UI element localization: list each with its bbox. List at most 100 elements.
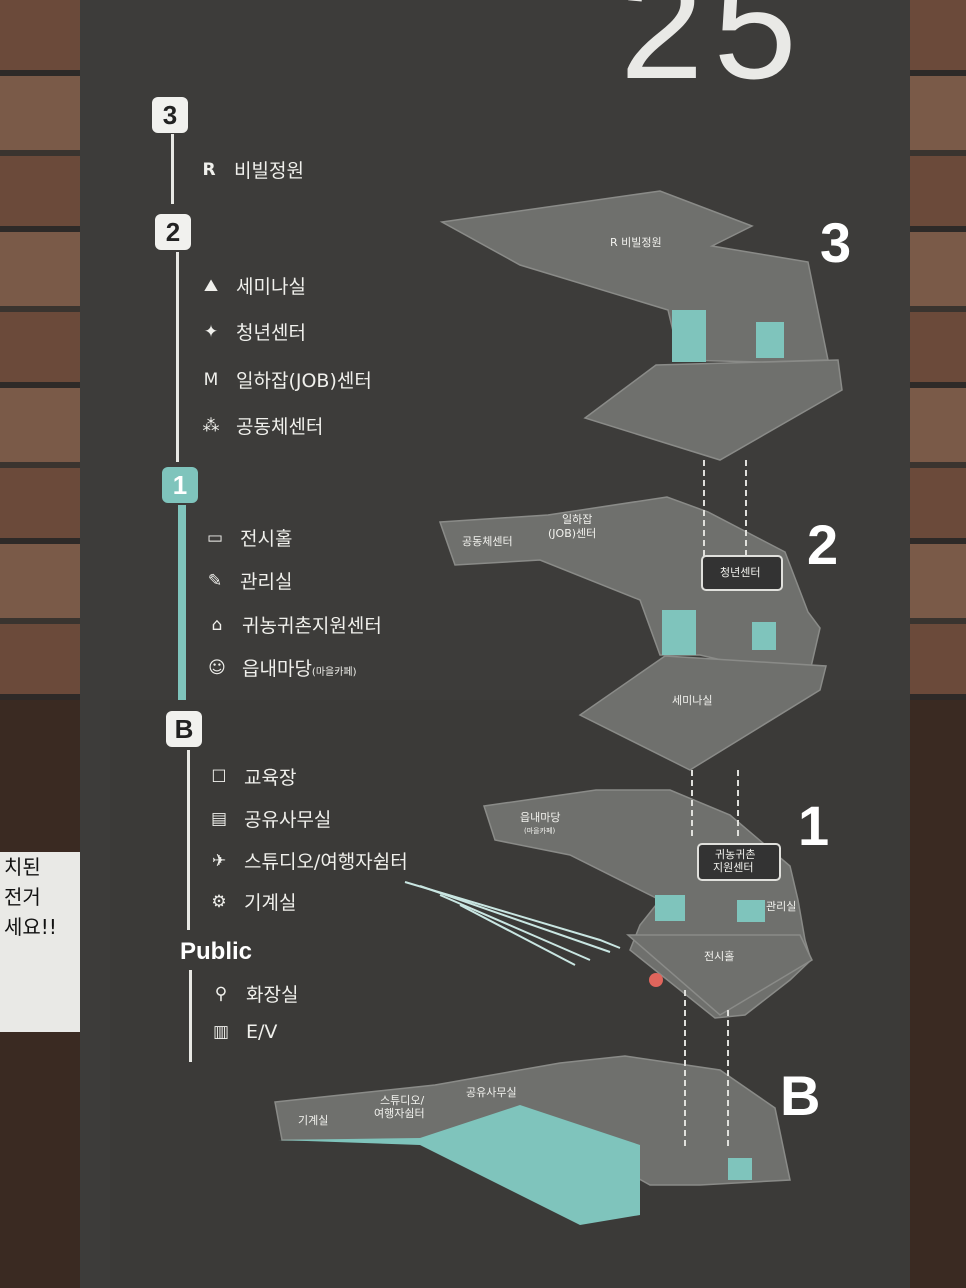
restroom-icon: ⚲ — [214, 983, 228, 1004]
rooftop-icon: R — [202, 159, 216, 180]
room-label-suffix: (마을카페) — [311, 667, 357, 678]
community-icon: ⁂ — [202, 415, 220, 436]
floor-badge-b: B — [166, 711, 202, 747]
map-floor-label-3: 3 — [820, 211, 852, 274]
room-label: 귀농귀촌지원센터 — [242, 615, 382, 637]
floor1-ramp — [439, 894, 591, 961]
map-floor-label-b: B — [780, 1064, 821, 1127]
list-item: ⚲ 화장실 — [210, 980, 299, 1007]
note-line: 전거 — [4, 885, 41, 909]
room-label: 관리실 — [240, 571, 293, 593]
facility-label: 화장실 — [246, 984, 299, 1006]
highlight-youth-center — [701, 555, 783, 591]
floor3-stair — [672, 310, 706, 362]
map-room-label: 읍내마당 — [520, 811, 560, 824]
map-room-label: 공유사무실 — [466, 1086, 517, 1099]
map-room-label: R 비빌정원 — [610, 236, 662, 249]
floor1-ramp — [419, 885, 611, 953]
education-icon: ☐ — [211, 766, 227, 787]
floorB-stair — [728, 1158, 752, 1180]
floor1-ramp — [459, 904, 576, 966]
sign-number: 25 — [620, 0, 807, 110]
youth-icon: ✦ — [203, 321, 219, 342]
farming-icon: ⌂ — [211, 614, 223, 635]
room-label: 비빌정원 — [234, 160, 304, 182]
list-item: ⚙ 기계실 — [208, 888, 296, 915]
map-room-label: 세미나실 — [672, 694, 712, 707]
floor1-stair — [655, 895, 685, 921]
floor2-area — [438, 496, 821, 681]
floor-line — [171, 134, 174, 204]
map-room-label: 일하잡 — [562, 512, 592, 526]
room-label: 기계실 — [244, 892, 297, 914]
map-room-label: (마을카페) — [524, 826, 555, 835]
location-pin-icon — [649, 973, 663, 987]
list-item: ▭ 전시홀 — [204, 524, 292, 551]
facility-label: E/V — [246, 1021, 278, 1043]
map-room-label: 관리실 — [766, 900, 796, 913]
map-room-label: 스튜디오/ — [380, 1094, 424, 1107]
floor-line-active — [178, 505, 186, 700]
list-item: R 비빌정원 — [198, 156, 304, 183]
list-item: M 일하잡(JOB)센터 — [200, 366, 372, 393]
map-room-label: 청년센터 — [720, 566, 760, 579]
room-label: 공유사무실 — [244, 809, 332, 831]
list-item: ▥ E/V — [210, 1021, 277, 1043]
office-icon: ▤ — [210, 808, 228, 829]
room-label: 일하잡(JOB)센터 — [236, 370, 372, 392]
highlight-farming-center — [697, 843, 781, 881]
list-item: ⁂ 공동체센터 — [200, 412, 324, 439]
map-room-label: 지원센터 — [713, 861, 753, 874]
room-label: 세미나실 — [236, 276, 306, 298]
floor-badge-3: 3 — [152, 97, 188, 133]
map-room-label: 공동체센터 — [462, 535, 513, 548]
floor-line — [176, 252, 179, 462]
list-item: ✦ 청년센터 — [200, 318, 306, 345]
job-icon: M — [203, 369, 219, 390]
list-item: ⌂ 귀농귀촌지원센터 — [206, 611, 382, 638]
floor1-area — [625, 934, 813, 1016]
elevator-icon: ▥ — [212, 1022, 230, 1042]
public-title: Public — [180, 938, 253, 965]
map-room-label: 여행자쉼터 — [374, 1107, 425, 1120]
list-item: ✎ 관리실 — [204, 567, 293, 594]
list-item: ⛰ 세미나실 — [200, 272, 306, 299]
management-icon: ✎ — [207, 570, 223, 591]
room-label: 청년센터 — [236, 322, 306, 344]
floor2-stair — [662, 610, 696, 655]
map-floor-label-1: 1 — [798, 794, 830, 857]
floor-line — [187, 750, 190, 930]
floor-line — [189, 970, 192, 1062]
floor3-stair — [756, 322, 784, 358]
map-room-label: (JOB)센터 — [548, 527, 596, 540]
floor1-ramp — [404, 881, 621, 949]
seminar-icon: ⛰ — [203, 275, 219, 296]
floor-badge-2: 2 — [155, 214, 191, 250]
floor-badge-1: 1 — [162, 467, 198, 503]
floor2-stair — [752, 622, 776, 650]
list-item: ✈ 스튜디오/여행자쉼터 — [208, 847, 408, 874]
exhibition-icon: ▭ — [206, 527, 224, 548]
studio-icon: ✈ — [211, 850, 227, 871]
floor2-area — [578, 655, 827, 771]
room-label: 전시홀 — [240, 528, 293, 550]
floor1-stair — [737, 900, 765, 922]
map-room-label: 전시홀 — [704, 950, 734, 963]
machine-icon: ⚙ — [211, 891, 227, 912]
map-room-label: 기계실 — [298, 1114, 328, 1127]
floorB-stair — [278, 1105, 640, 1225]
map-room-label: 귀농귀촌 — [715, 848, 755, 861]
map-floor-label-2: 2 — [807, 513, 839, 576]
village-icon: ☺ — [208, 657, 226, 678]
room-label: 스튜디오/여행자쉼터 — [244, 851, 408, 873]
note-line: 치된 — [4, 855, 41, 879]
room-label: 읍내마당 — [242, 658, 312, 680]
room-label: 공동체센터 — [236, 416, 324, 438]
room-label: 교육장 — [244, 767, 297, 789]
list-item: ▤ 공유사무실 — [208, 805, 331, 832]
floor3-area — [583, 359, 843, 461]
list-item: ☺ 읍내마당(마을카페) — [206, 654, 357, 681]
note-line: 세요!! — [4, 915, 57, 939]
list-item: ☐ 교육장 — [208, 763, 296, 790]
